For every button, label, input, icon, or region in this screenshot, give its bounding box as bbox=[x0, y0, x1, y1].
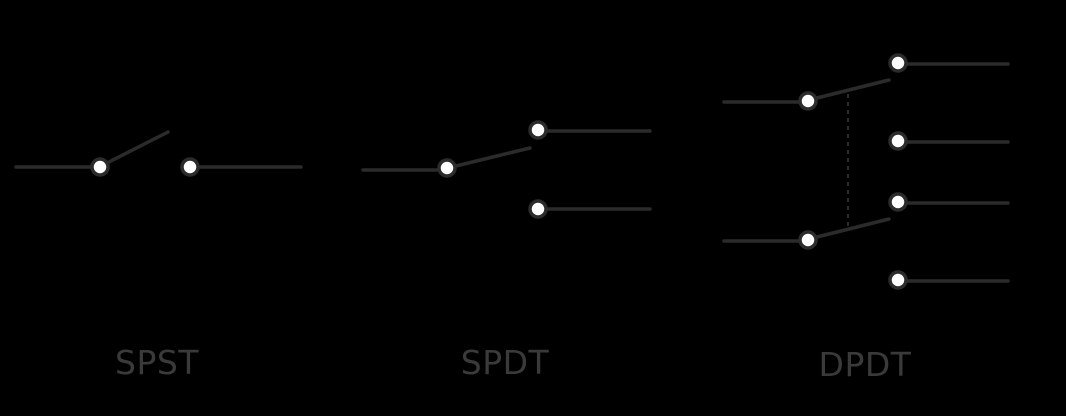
dpdt-pole1-lever bbox=[815, 78, 891, 100]
spdt-lever bbox=[454, 146, 532, 168]
spdt-pivot-terminal bbox=[437, 158, 457, 178]
dpdt-pole2-lever bbox=[815, 217, 891, 239]
spdt-upper-terminal bbox=[528, 120, 548, 140]
dpdt-pole1-upper-terminal bbox=[888, 53, 908, 73]
dpdt-pole1-pivot-terminal bbox=[798, 91, 818, 111]
dpdt-pole2-pivot-terminal bbox=[798, 230, 818, 250]
dpdt-pole2-upper-terminal bbox=[888, 192, 908, 212]
spst-symbol bbox=[14, 130, 303, 177]
spst-label: SPST bbox=[115, 343, 199, 382]
dpdt-label: DPDT bbox=[818, 345, 912, 384]
spst-lever bbox=[105, 130, 170, 165]
dpdt-symbol bbox=[722, 53, 1010, 290]
spdt-symbol bbox=[361, 120, 652, 219]
dpdt-pole1-lower-terminal bbox=[888, 131, 908, 151]
spst-output-terminal bbox=[180, 157, 200, 177]
spdt-label: SPDT bbox=[460, 343, 550, 382]
dpdt-pole2-lower-terminal bbox=[888, 270, 908, 290]
spdt-lower-terminal bbox=[528, 199, 548, 219]
spst-pivot-terminal bbox=[90, 157, 110, 177]
